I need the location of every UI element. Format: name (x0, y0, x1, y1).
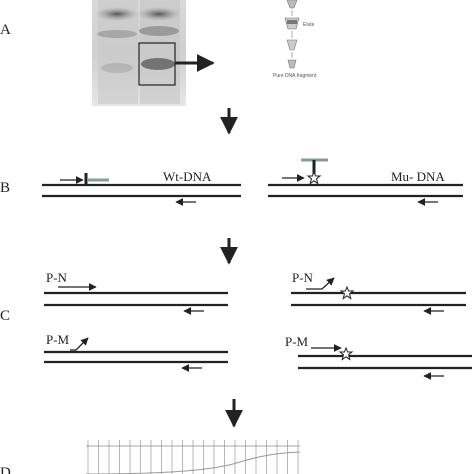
mutation-star (340, 286, 354, 299)
gel-image (92, 0, 186, 106)
panel-label-c: C (0, 308, 10, 324)
gel-band (101, 63, 133, 73)
mu-dna-duplex: Mu- DNA (268, 158, 463, 206)
pn-left-label: P-N (46, 270, 68, 285)
panel-label-d: D (0, 465, 11, 474)
wt-dna-duplex: Wt-DNA (42, 169, 241, 206)
wt-dna-label: Wt-DNA (163, 169, 212, 184)
spin-column-kit: Elute Pure DNA fragment (273, 0, 317, 79)
mismatched-primer-arrow (306, 277, 335, 290)
amplification-curve (85, 451, 301, 474)
panel-label-b: B (0, 180, 10, 196)
elute-label: Elute (303, 22, 315, 28)
amplification-plot (85, 440, 301, 474)
gel-band (137, 7, 181, 21)
mutation-star (339, 347, 353, 360)
gel-band (97, 30, 137, 38)
pure-dna-label: Pure DNA fragment (273, 73, 317, 79)
plot-grid (87, 440, 299, 474)
mutation-star (307, 171, 321, 184)
panel-label-a: A (0, 22, 11, 38)
mu-mutant-primer-duplex: P-M (285, 334, 472, 380)
pm-right-label: P-M (285, 334, 309, 349)
mismatched-primer-arrow (70, 337, 89, 351)
pn-right-label: P-N (292, 270, 314, 285)
gel-band (141, 58, 175, 70)
mu-normal-primer-duplex: P-N (291, 270, 466, 315)
gel-band (95, 7, 139, 21)
pm-left-label: P-M (46, 332, 70, 347)
wt-mutant-primer-duplex: P-M (44, 332, 228, 372)
gel-band (139, 26, 179, 36)
mu-dna-label: Mu- DNA (391, 169, 445, 184)
wt-normal-primer-duplex: P-N (44, 270, 228, 315)
